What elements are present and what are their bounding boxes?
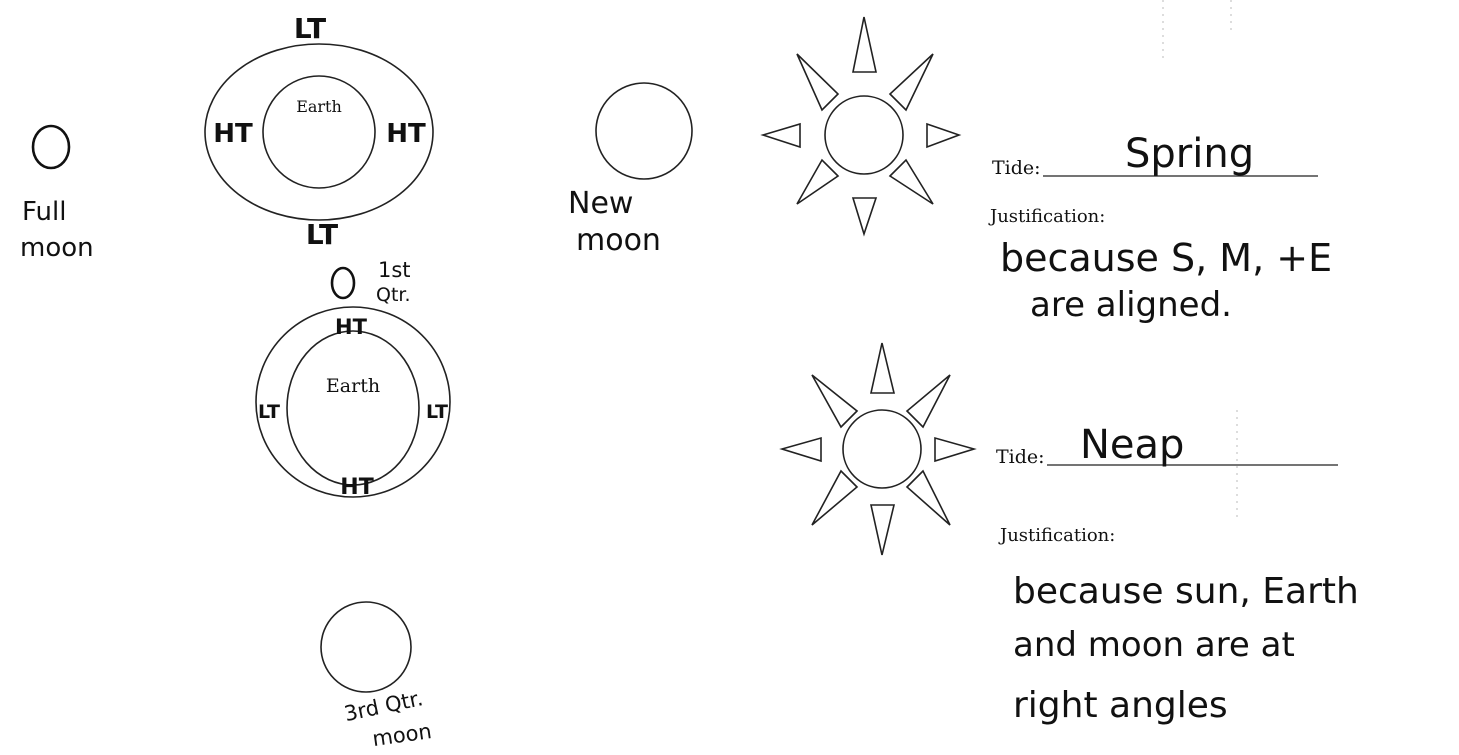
third-quarter-label-line1: 3rd Qtr. (342, 686, 425, 726)
low-tide-bottom-label: LT (306, 218, 338, 251)
full-moon: Full moon (20, 126, 94, 263)
high-tide-left-label: HT (213, 119, 253, 149)
tide-answer: Spring (1125, 131, 1254, 177)
tide-prompt: Tide: (996, 446, 1045, 468)
new-moon: New moon (568, 83, 692, 258)
sun-icon (763, 17, 959, 234)
high-tide-bottom-label: HT (340, 475, 373, 500)
high-tide-top-label: HT (335, 315, 368, 339)
earth-label: Earth (326, 375, 380, 397)
justification-label: Justification: (998, 525, 1115, 546)
full-moon-label-line1: Full (22, 197, 66, 227)
third-quarter-moon: 3rd Qtr. moon (321, 602, 433, 751)
third-quarter-label-line2: moon (371, 719, 433, 751)
justification-line: are aligned. (1030, 285, 1232, 325)
justification-line: because S, M, +E (1000, 236, 1332, 280)
low-tide-left-label: LT (258, 401, 280, 423)
new-moon-label-line1: New (568, 186, 633, 221)
first-quarter-moon: 1st Qtr. (332, 258, 411, 306)
first-quarter-label-line2: Qtr. (376, 284, 411, 306)
answer-spring: Tide: Spring Justification: because S, M… (988, 131, 1332, 325)
earth-diagram-bottom: Earth HT LT LT HT (256, 307, 450, 500)
justification-line: right angles (1013, 685, 1228, 726)
earth-circle (263, 76, 375, 188)
first-quarter-label-line1: 1st (378, 258, 411, 282)
full-moon-label-line2: moon (20, 233, 94, 263)
low-tide-right-label: LT (426, 401, 448, 423)
tide-prompt: Tide: (992, 157, 1041, 179)
justification-line: because sun, Earth (1013, 571, 1359, 612)
justification-label: Justification: (988, 206, 1105, 227)
tide-answer: Neap (1080, 422, 1184, 468)
earth-diagram-top: Earth LT HT HT LT (205, 12, 433, 251)
new-moon-label-line2: moon (576, 223, 661, 258)
earth-label: Earth (296, 97, 342, 116)
earth-circle (287, 331, 419, 485)
justification-line: and moon are at (1013, 625, 1295, 665)
sun-icon (782, 343, 974, 555)
low-tide-top-label: LT (294, 12, 326, 45)
high-tide-right-label: HT (386, 119, 426, 149)
answer-neap: Tide: Neap Justification: because sun, E… (996, 422, 1359, 726)
